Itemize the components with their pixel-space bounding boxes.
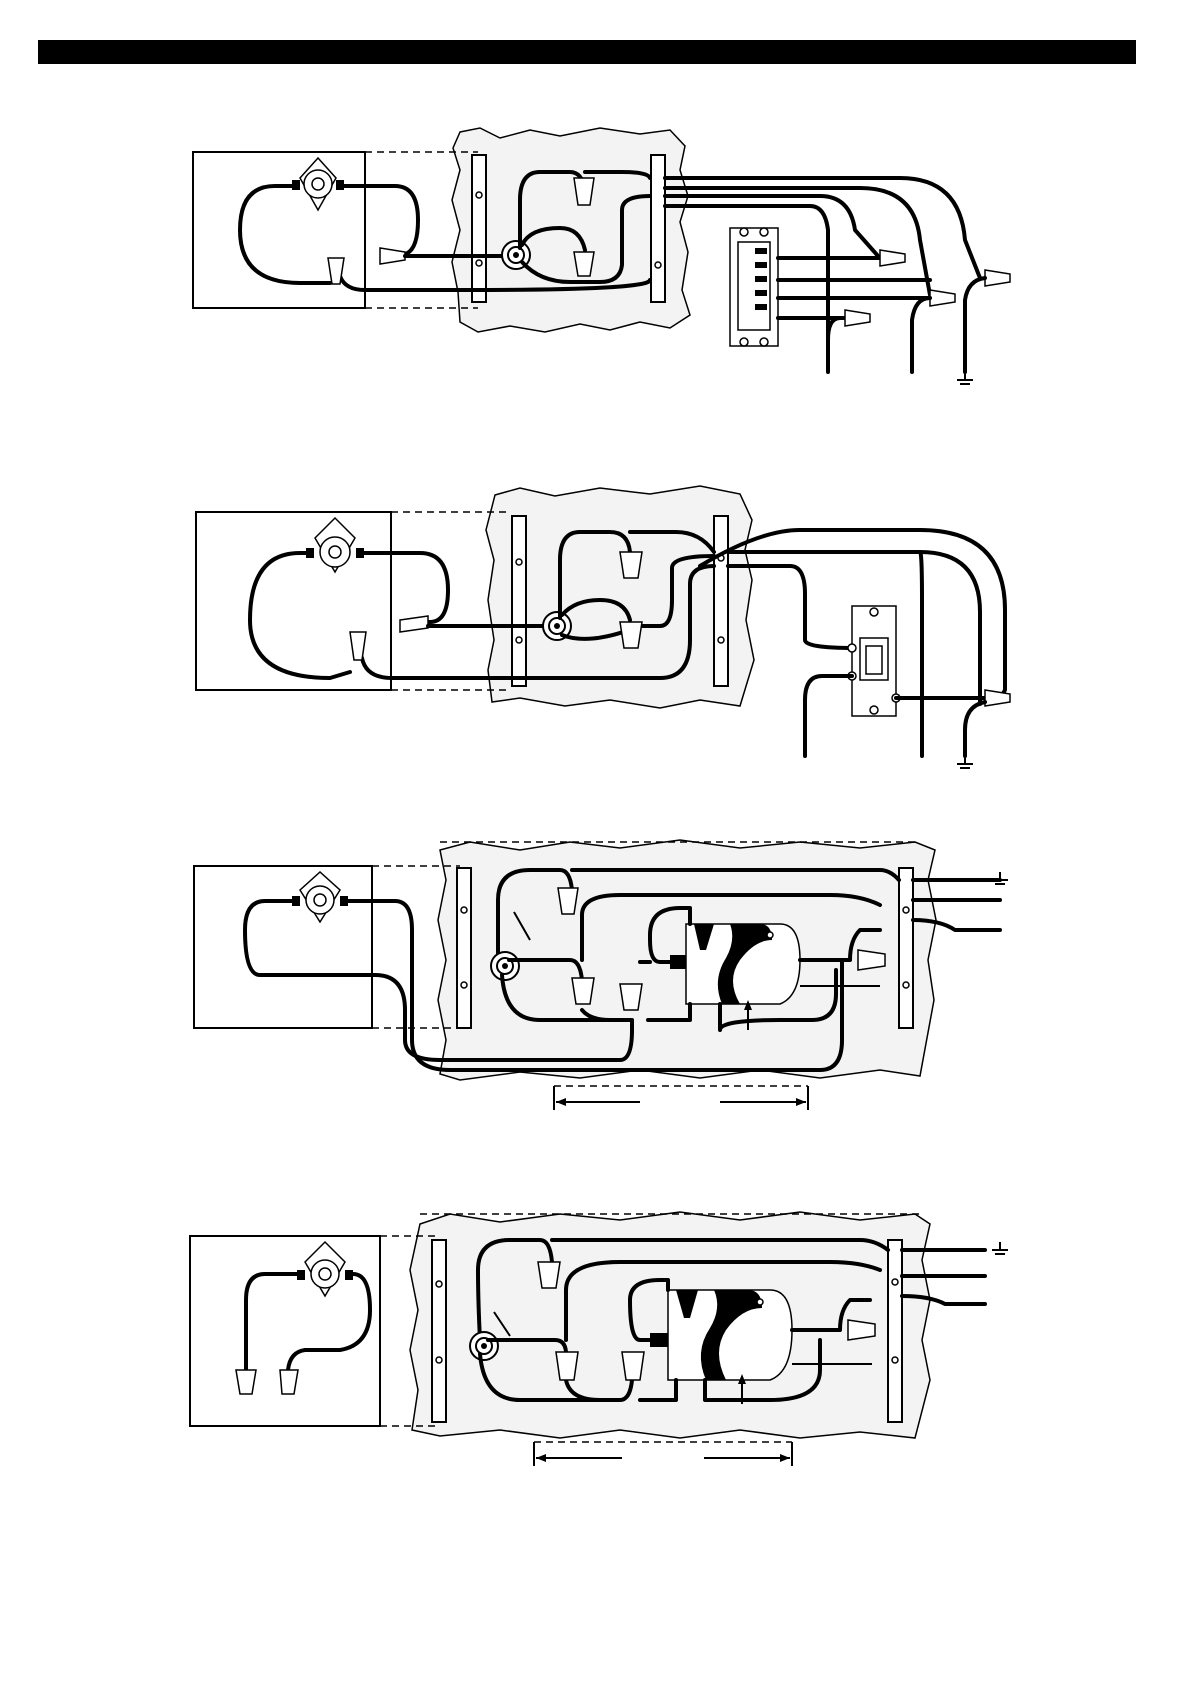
wire-nut-icon — [848, 1320, 875, 1340]
wire-nut-icon — [858, 950, 885, 970]
fan-housing-box — [190, 1236, 380, 1426]
wire-nut-icon — [880, 250, 905, 266]
wire-nut-icon — [350, 632, 366, 660]
diagram-2-svg — [0, 480, 1191, 780]
wall-stud-left — [512, 516, 526, 686]
wire-nut-icon — [558, 888, 578, 914]
diagram-1-svg — [0, 120, 1191, 390]
wire-nut-icon — [620, 552, 642, 578]
timer-switch-icon — [730, 228, 778, 346]
diagram-4-svg — [0, 1200, 1191, 1490]
wire-nut-icon — [280, 1370, 298, 1394]
ground-icon — [957, 756, 973, 768]
wire-nut-icon — [236, 1370, 256, 1394]
diagram-3-svg — [0, 830, 1191, 1120]
wire-nut-icon — [538, 1262, 560, 1288]
wire-nut-icon — [845, 310, 870, 326]
wiring-diagram-2 — [0, 480, 1191, 780]
wiring-diagram-4 — [0, 1200, 1191, 1490]
wall-stud-right — [714, 516, 728, 686]
thermostat-icon — [292, 872, 348, 922]
ground-icon — [992, 1242, 1008, 1254]
wire-nut-icon — [574, 178, 594, 205]
fan-housing-box — [194, 866, 372, 1028]
wire-nut-icon — [930, 290, 955, 306]
thermostat-icon — [306, 518, 364, 572]
header-bar — [38, 40, 1136, 64]
wall-stud-left — [432, 1240, 446, 1422]
wire-nut-icon — [572, 978, 594, 1004]
wall-stud-left — [472, 155, 486, 302]
fan-motor-icon — [670, 924, 800, 1004]
wall-stud-right — [888, 1240, 902, 1422]
wall-stud-right — [651, 155, 665, 302]
wire-nut-icon — [556, 1352, 578, 1380]
wiring-diagram-1 — [0, 120, 1191, 390]
wire-nut-icon — [380, 248, 405, 264]
header-title — [38, 44, 48, 60]
wiring-diagram-3 — [0, 830, 1191, 1120]
wire-nut-icon — [400, 616, 428, 632]
wire-nut-icon — [574, 252, 594, 276]
wire-nut-icon — [620, 984, 642, 1010]
thermostat-icon — [297, 1242, 353, 1296]
toggle-switch-icon — [848, 606, 900, 716]
ground-icon — [957, 372, 973, 384]
thermostat-icon — [292, 158, 344, 210]
wire-nut-icon — [985, 690, 1010, 706]
wire-nut-icon — [985, 270, 1010, 286]
wall-stud-left — [457, 868, 471, 1028]
wire-nut-icon — [620, 622, 642, 648]
fan-motor-icon — [650, 1290, 792, 1380]
wall-stud-right — [899, 868, 913, 1028]
wire-nut-icon — [622, 1352, 644, 1380]
